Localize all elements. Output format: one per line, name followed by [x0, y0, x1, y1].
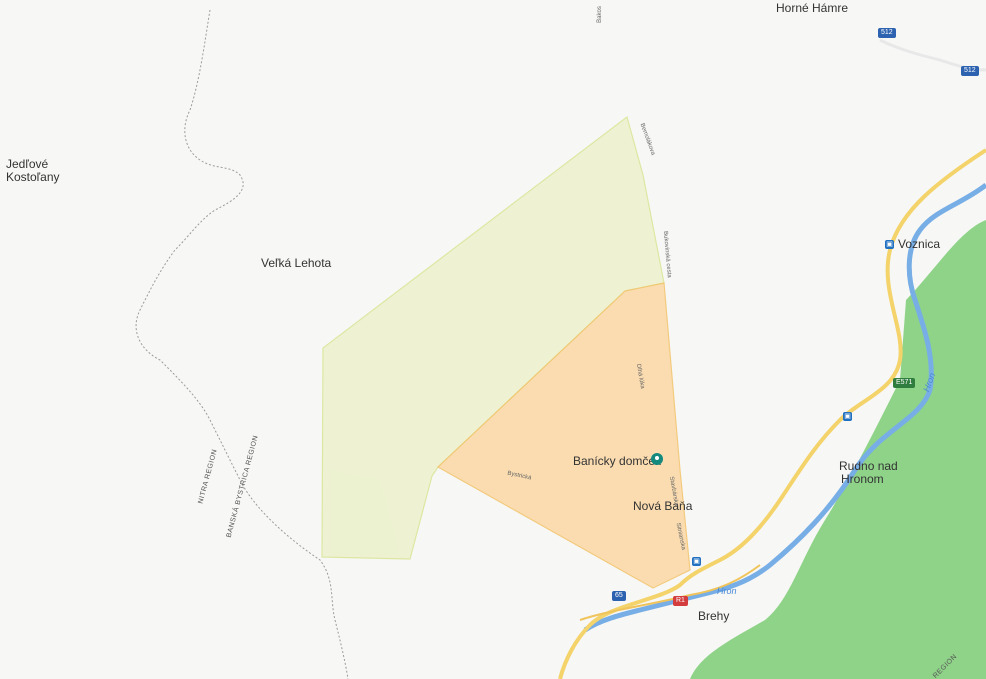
- poi-label[interactable]: Banícky domček: [573, 454, 662, 468]
- village-label: Hronom: [841, 472, 884, 486]
- village-label: Kostoľany: [6, 170, 60, 184]
- road-r1: [579, 564, 761, 621]
- river-label: Hron: [717, 586, 737, 596]
- road-shield: R1: [673, 596, 688, 606]
- bus-stop-icon[interactable]: ▣: [843, 412, 852, 421]
- village-label: Voznica: [898, 237, 941, 251]
- road-e571: [558, 148, 986, 679]
- village-label: Rudno nad: [839, 459, 898, 473]
- street-label: Bakos: [596, 6, 603, 23]
- village-label: Veľká Lehota: [261, 256, 332, 270]
- region-boundary: [135, 9, 349, 679]
- bus-stop-icon[interactable]: ▣: [885, 240, 894, 249]
- zone-green[interactable]: [321, 115, 665, 560]
- bus-stop-icon[interactable]: ▣: [692, 557, 701, 566]
- road-shield: 512: [878, 28, 896, 38]
- place-marker-icon[interactable]: [651, 453, 663, 465]
- town-label: Nová Baňa: [633, 499, 693, 513]
- road-shield: E571: [893, 378, 916, 388]
- zone-orange[interactable]: [436, 282, 691, 589]
- road-shield: 65: [612, 591, 626, 601]
- village-label: Jedľové: [6, 157, 49, 171]
- village-label: Brehy: [698, 609, 730, 623]
- forest-area-east: [690, 220, 986, 679]
- village-label: Horné Hámre: [776, 1, 849, 15]
- road-shield: 512: [961, 66, 979, 76]
